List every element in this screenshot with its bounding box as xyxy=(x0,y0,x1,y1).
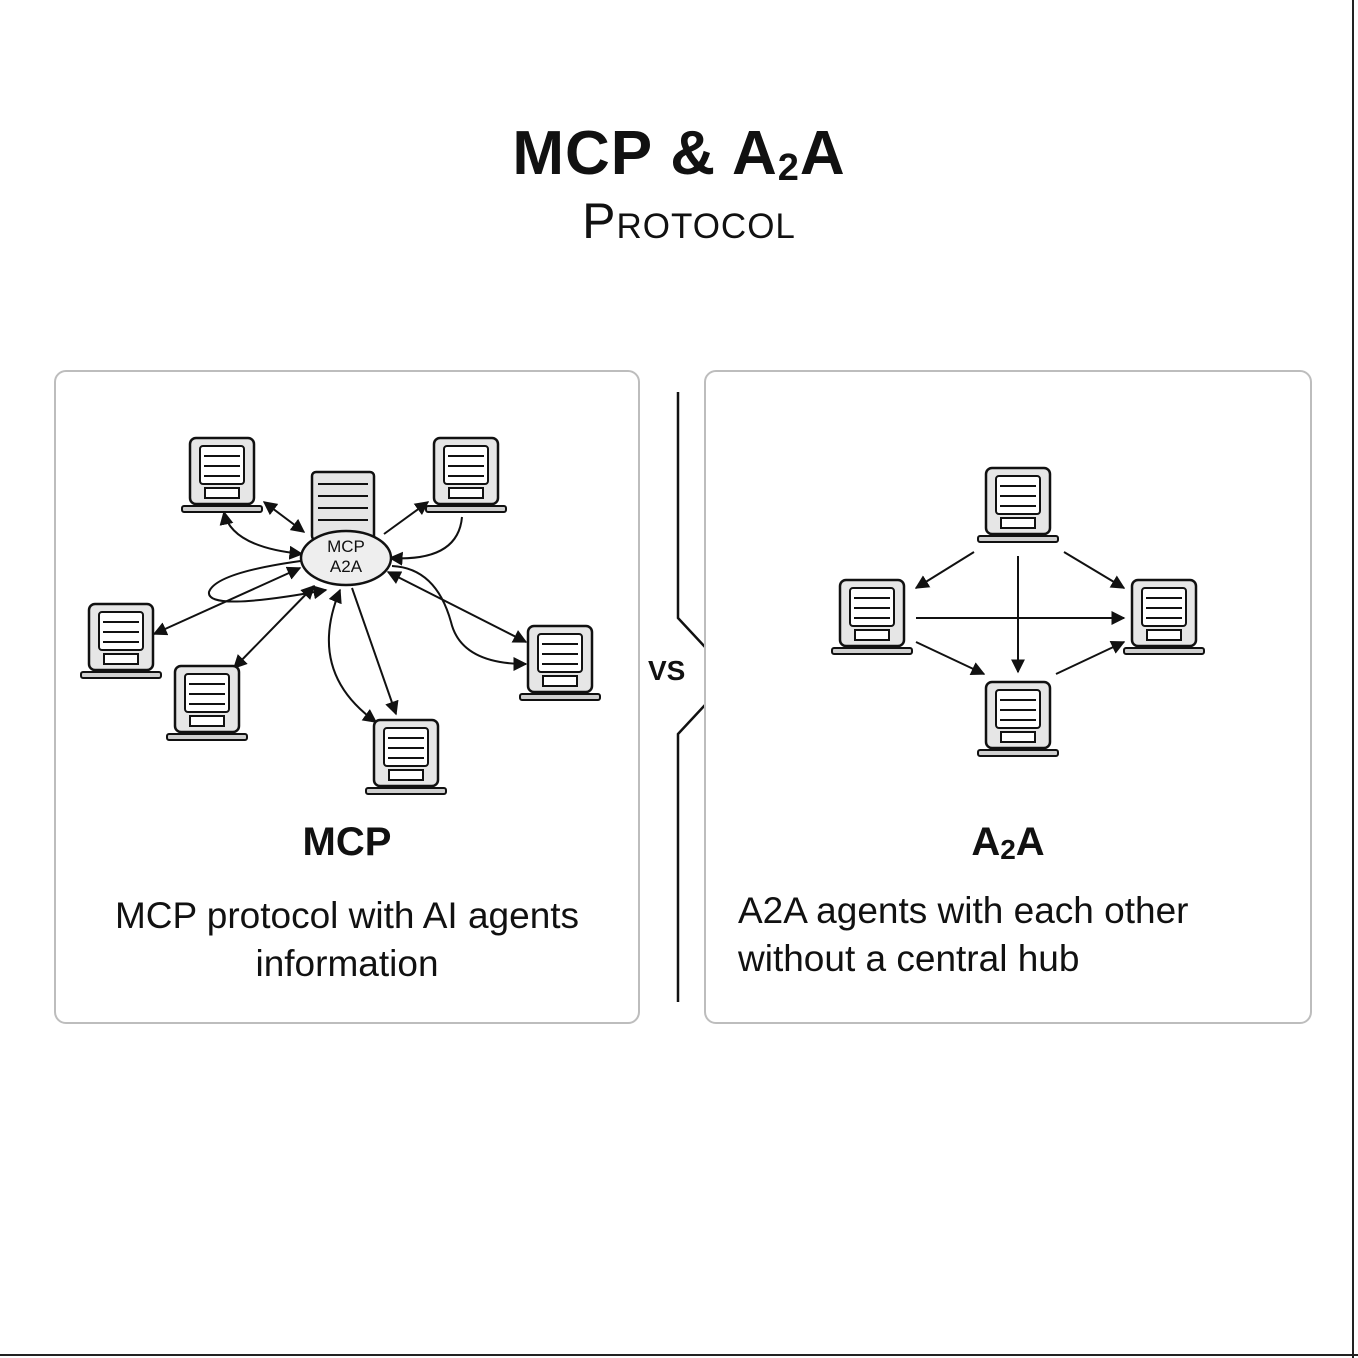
computer-icon xyxy=(180,436,264,514)
a2a-description: A2A agents with each other without a cen… xyxy=(738,890,1189,979)
page-title: MCP & A2A xyxy=(0,118,1358,190)
computer-icon xyxy=(364,718,448,796)
computer-icon xyxy=(79,602,163,680)
computer-icon xyxy=(976,466,1060,544)
mcp-heading: MCP xyxy=(302,820,392,864)
mcp-description: MCP protocol with AI agents information xyxy=(114,895,580,984)
computer-icon xyxy=(518,624,602,702)
a2a-panel: A2A A2A agents with each other without a… xyxy=(704,370,1312,1024)
vs-label: VS xyxy=(648,655,686,686)
a2a-connections xyxy=(914,551,1126,675)
computer-icon xyxy=(976,680,1060,758)
computer-icon xyxy=(424,436,508,514)
hub-label-mcp: MCP xyxy=(327,537,365,556)
frame-bottom-edge xyxy=(0,1354,1358,1356)
frame-right-edge xyxy=(1352,0,1354,1358)
computer-icon xyxy=(1122,578,1206,656)
server-icon xyxy=(310,470,376,542)
mcp-diagram: MCP A2A xyxy=(79,436,602,796)
a2a-heading: A2A xyxy=(971,820,1045,865)
page-subtitle: Protocol xyxy=(582,193,796,249)
computer-icon xyxy=(830,578,914,656)
mcp-panel: MCP A2A MCP MCP protocol with AI agents … xyxy=(54,370,640,1024)
hub-label-a2a: A2A xyxy=(330,557,363,576)
computer-icon xyxy=(165,664,249,742)
title-text: MCP & A2A xyxy=(512,119,846,189)
hub-node xyxy=(299,529,393,587)
mcp-connections xyxy=(152,501,528,723)
a2a-diagram xyxy=(830,466,1206,758)
